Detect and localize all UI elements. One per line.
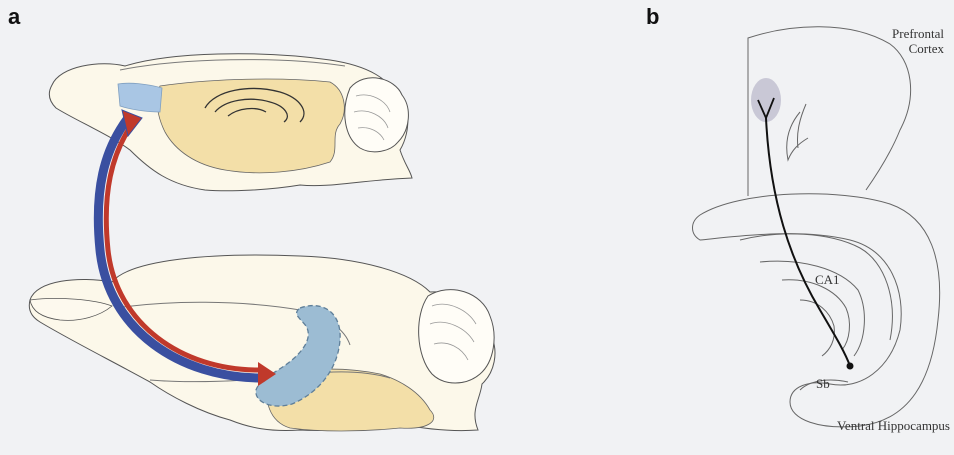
lower-cerebellum [419,290,494,383]
hippocampus-outline [693,194,940,427]
prefrontal-spot [751,78,781,122]
subiculum-label: Sb [816,376,830,391]
neuron-projection [758,98,850,366]
subiculum-cell-body [847,363,854,370]
ca1-label: CA1 [815,272,840,287]
schematic-section [693,27,940,427]
prefrontal-highlight-region [118,83,162,112]
prefrontal-cortex-label: Prefrontal Cortex [858,26,944,56]
lower-brain-sagittal [29,255,495,431]
ventral-hippocampus-label: Ventral Hippocampus [830,418,950,433]
